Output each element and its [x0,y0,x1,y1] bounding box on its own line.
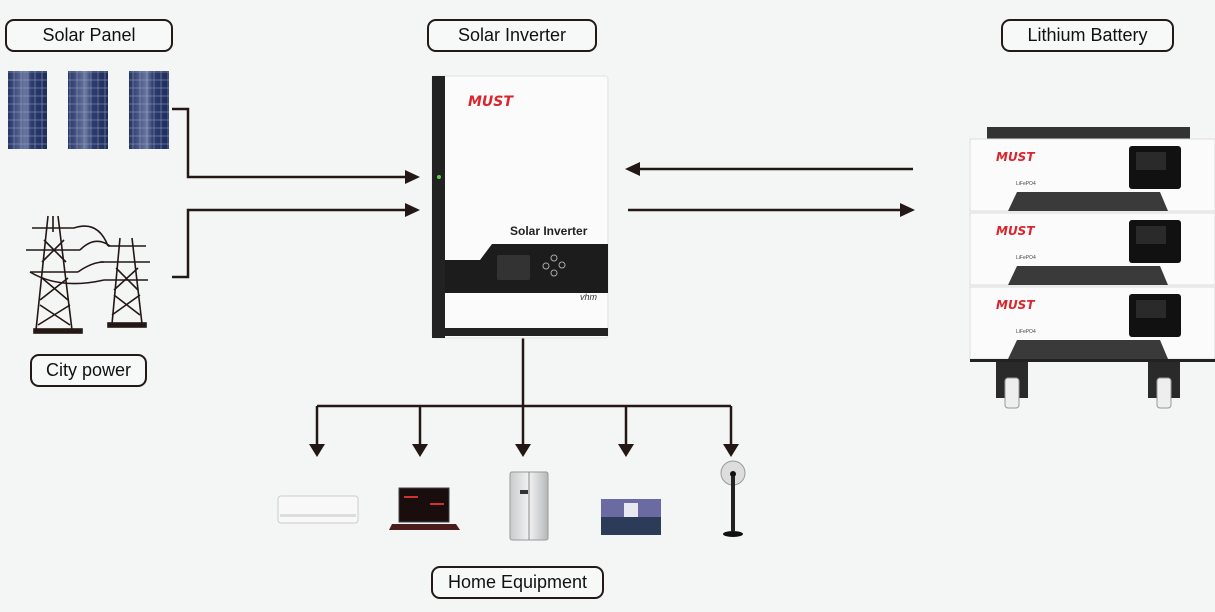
lithium-battery-label-text: Lithium Battery [1027,25,1148,45]
refrigerator-icon [509,471,549,541]
arrow-laptop-icon [412,444,428,457]
inverter-brand-logo: MUST [468,94,514,110]
arrowheads [309,162,915,457]
arrow-solar-icon [405,170,420,184]
lithium-battery-device: MUST LiFePO4 MUST LiFePO4 MUST LiFePO4 [969,127,1215,409]
air-conditioner-icon [277,495,359,524]
inverter-badge: vhm [580,292,598,302]
lithium-battery-label: Lithium Battery [1001,19,1174,52]
arrow-battery-out-icon [900,203,915,217]
svg-text:MUST: MUST [996,150,1035,164]
solar-panel-label-text: Solar Panel [42,25,136,45]
solar-inverter-device: MUST Solar Inverter vhm [431,75,609,339]
inverter-panel-text: Solar Inverter [510,224,588,238]
arrow-tv-icon [618,444,634,457]
city-to-inverter-line [172,208,408,279]
svg-text:MUST: MUST [996,224,1035,238]
solar-panel-label: Solar Panel [5,19,173,52]
svg-text:MUST: MUST [996,298,1035,312]
home-equipment-label-text: Home Equipment [447,572,588,592]
inverter-to-home-line [315,338,733,446]
television-icon [601,499,661,535]
power-tower-icon [26,215,150,334]
laptop-icon [389,487,460,530]
solar-inverter-label-text: Solar Inverter [457,25,567,45]
battery-module: MUST LiFePO4 [969,138,1215,212]
solar-panel-icon [8,71,169,149]
arrow-battery-in-icon [625,162,640,176]
arrow-ac-icon [309,444,325,457]
arrow-fridge-icon [515,444,531,457]
connection-lines [172,107,913,446]
battery-module: MUST LiFePO4 [969,286,1215,360]
svg-text:LiFePO4: LiFePO4 [1016,255,1036,261]
city-power-label-text: City power [45,360,132,380]
home-equipment-label: Home Equipment [431,566,604,599]
battery-module: MUST LiFePO4 [969,212,1215,286]
electric-fan-icon [720,460,746,537]
city-power-label: City power [30,354,147,387]
solar-inverter-label: Solar Inverter [427,19,597,52]
solar-to-inverter-line [172,107,408,179]
svg-text:LiFePO4: LiFePO4 [1016,181,1036,187]
svg-text:LiFePO4: LiFePO4 [1016,329,1036,335]
arrow-city-icon [405,203,420,217]
arrow-fan-icon [723,444,739,457]
